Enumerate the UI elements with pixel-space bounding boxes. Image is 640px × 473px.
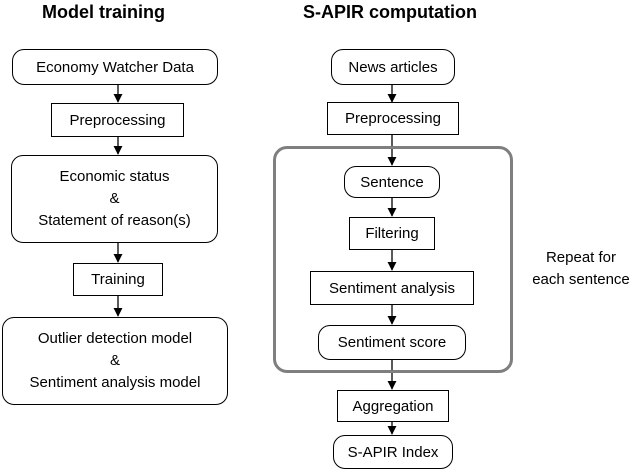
repeat-note: Repeat for each sentence [520,247,640,291]
filtering-node: Filtering [349,217,435,250]
trained-models-node: Outlier detection model & Sentiment anal… [2,317,228,405]
outlier-detection-model-label: Outlier detection model [37,330,193,347]
ampersand-label: & [109,190,120,207]
sentiment-analysis-node: Sentiment analysis [310,271,474,305]
economic-status-reason-node: Economic status & Statement of reason(s) [11,155,218,243]
repeat-note-line-1: Repeat for [545,249,617,266]
right-preprocessing-node: Preprocessing [327,102,459,135]
repeat-loop-container [273,146,513,373]
training-node: Training [73,263,163,296]
sentence-node: Sentence [344,166,440,198]
left-preprocessing-node: Preprocessing [51,103,184,137]
statement-of-reasons-label: Statement of reason(s) [38,212,191,229]
sentiment-score-node: Sentiment score [318,325,466,360]
news-articles-node: News articles [331,49,455,85]
ampersand-label: & [109,352,120,369]
model-training-title: Model training [42,2,165,22]
economic-status-label: Economic status [59,168,170,185]
sentiment-analysis-model-label: Sentiment analysis model [29,374,201,391]
s-apir-computation-title: S-APIR computation [303,2,477,22]
s-apir-index-node: S-APIR Index [333,435,453,469]
aggregation-node: Aggregation [337,390,449,422]
repeat-note-line-2: each sentence [532,271,630,288]
economy-watcher-data-node: Economy Watcher Data [12,49,218,85]
